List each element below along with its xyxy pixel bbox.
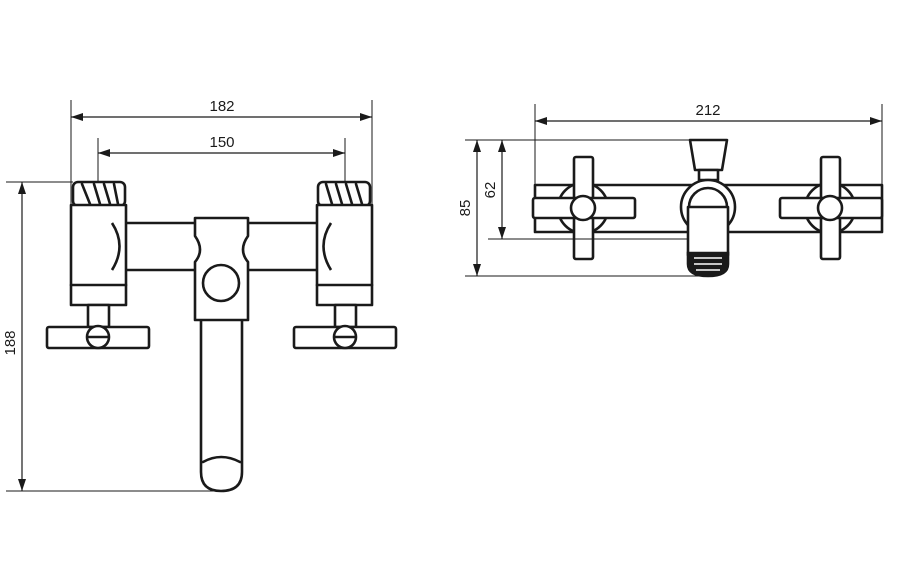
spout	[199, 298, 244, 493]
front-view: 182 150 188	[2, 98, 398, 493]
dimension-label-150: 150	[209, 134, 234, 151]
top-right-handle	[778, 155, 884, 261]
dimension-label-212: 212	[695, 102, 720, 119]
dimension-182: 182	[70, 98, 373, 205]
dimension-label-182: 182	[209, 98, 234, 115]
dimension-62: 62	[482, 139, 688, 240]
right-valve	[292, 180, 398, 350]
dimension-212: 212	[534, 102, 883, 198]
left-valve	[45, 180, 151, 350]
top-left-handle	[531, 155, 637, 261]
dimension-label-62: 62	[482, 182, 499, 199]
top-view: 212 85 62	[457, 102, 884, 278]
dimension-150: 150	[97, 134, 346, 182]
top-center-spout	[679, 138, 737, 278]
dimension-85: 85	[457, 139, 708, 277]
dimension-188: 188	[2, 181, 221, 492]
dimension-label-188: 188	[2, 330, 19, 355]
center-hub	[193, 216, 250, 322]
dimension-label-85: 85	[457, 200, 474, 217]
